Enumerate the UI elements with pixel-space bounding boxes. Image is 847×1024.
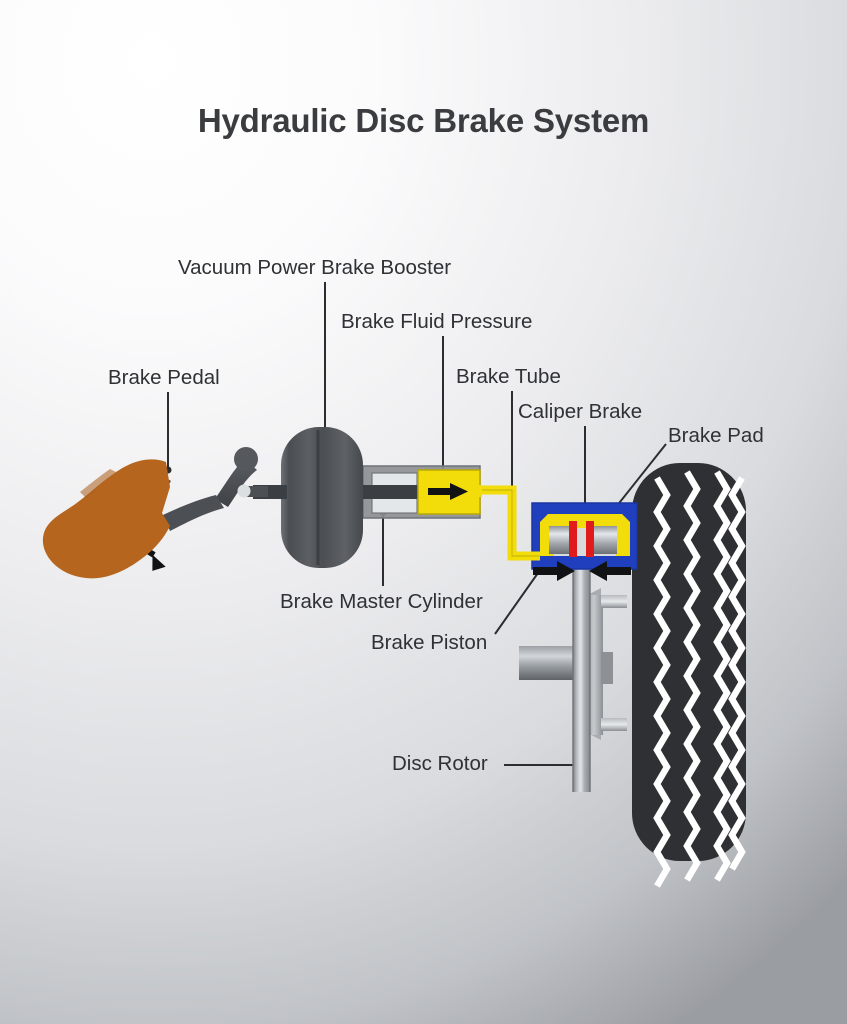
booster-body bbox=[281, 427, 363, 568]
brake-pad bbox=[586, 521, 594, 557]
page-title: Hydraulic Disc Brake System bbox=[197, 102, 650, 139]
label-disc-rotor: Disc Rotor bbox=[392, 752, 488, 775]
lug-stud bbox=[601, 652, 613, 684]
pedal-pivot-ball bbox=[234, 447, 258, 471]
vacuum-booster bbox=[253, 427, 363, 568]
tire-tread-groove bbox=[713, 470, 731, 882]
pedal-pushrod bbox=[244, 486, 268, 497]
wheel-hub bbox=[519, 646, 581, 680]
master-cylinder-pushrod bbox=[355, 485, 423, 499]
fluid-outlet bbox=[466, 485, 482, 497]
tire-tread-groove bbox=[653, 476, 671, 888]
lug-stud bbox=[601, 595, 627, 608]
arrow-right-to-rotor bbox=[589, 561, 631, 581]
fluid-pressure-arrow bbox=[428, 483, 468, 500]
label-brake-master-cylinder: Brake Master Cylinder bbox=[280, 590, 483, 613]
brake-tube bbox=[470, 485, 540, 561]
tire-tread-groove bbox=[683, 470, 701, 882]
disc-rotor bbox=[573, 520, 590, 792]
label-brake-pedal: Brake Pedal bbox=[108, 366, 220, 389]
caliper-assembly bbox=[531, 502, 638, 570]
shoe bbox=[42, 459, 170, 579]
arrow-left-to-rotor bbox=[533, 561, 575, 581]
lug-stud bbox=[601, 718, 627, 731]
tire bbox=[632, 463, 746, 888]
label-vacuum-power-brake-booster: Vacuum Power Brake Booster bbox=[178, 256, 452, 279]
label-brake-fluid-pressure: Brake Fluid Pressure bbox=[341, 310, 533, 333]
pedal-bushing bbox=[237, 484, 251, 498]
pedal-arm bbox=[163, 495, 224, 531]
caliper-fluid-channel bbox=[540, 514, 630, 556]
clamping-arrows bbox=[533, 561, 631, 581]
brake-pad bbox=[569, 521, 577, 557]
label-caliper-brake: Caliper Brake bbox=[518, 400, 643, 423]
master-cylinder bbox=[355, 465, 482, 519]
label-brake-pad: Brake Pad bbox=[668, 424, 764, 447]
label-brake-tube: Brake Tube bbox=[456, 365, 561, 388]
tire-tread-groove bbox=[728, 476, 746, 871]
pedal-bracket bbox=[215, 459, 257, 507]
label-brake-piston: Brake Piston bbox=[371, 631, 488, 654]
